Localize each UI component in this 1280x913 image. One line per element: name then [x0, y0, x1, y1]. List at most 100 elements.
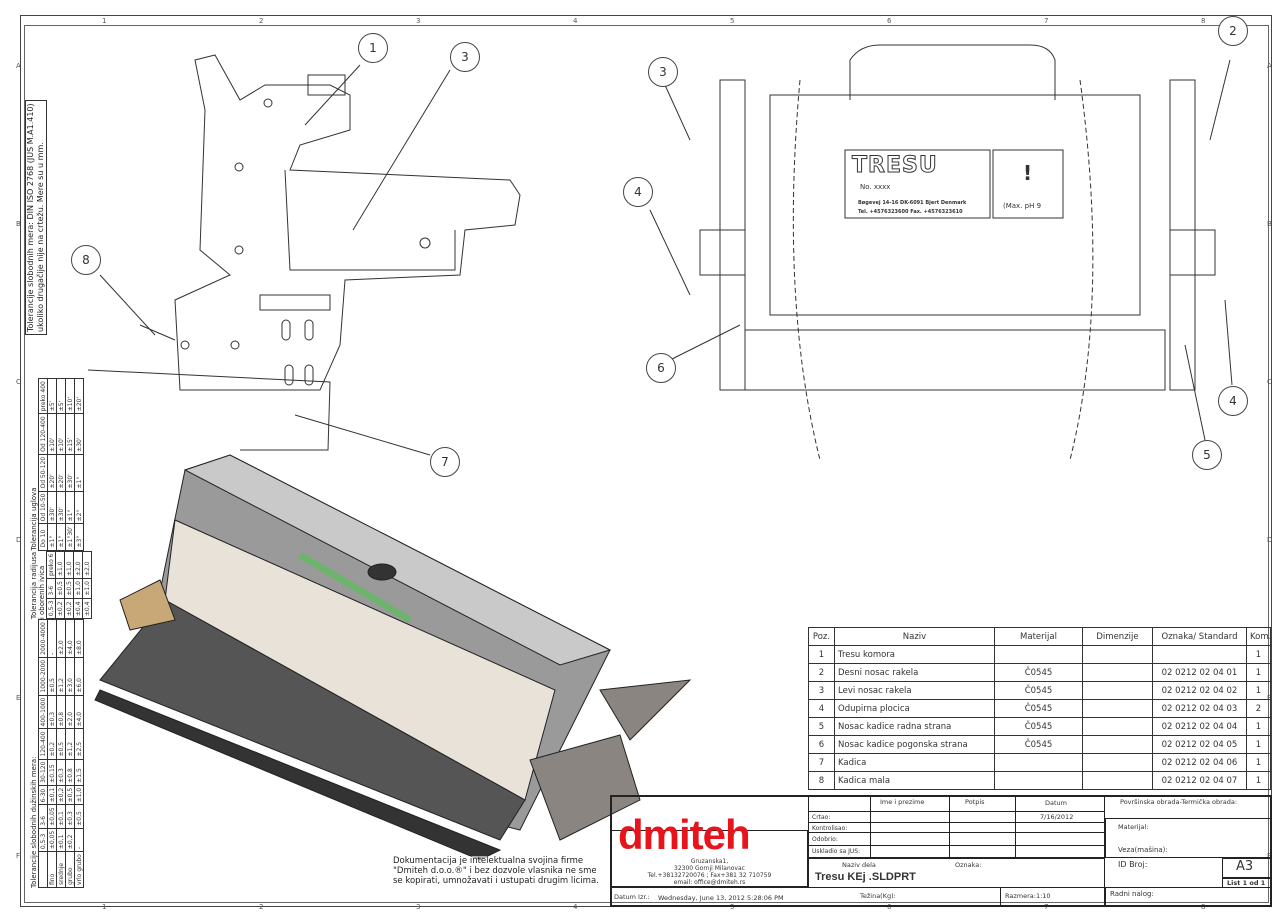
tol-cell: ±4,0: [74, 695, 84, 729]
balloon-7: 7: [430, 447, 460, 477]
tol-cell: ±1,0: [55, 551, 65, 579]
zone-row-label: F: [1267, 852, 1272, 860]
parts-cell: Č0545: [994, 681, 1083, 700]
balloon-8: 8: [71, 245, 101, 275]
balloon-4: 4: [623, 177, 653, 207]
tol-cell: ±0,3: [65, 804, 75, 829]
plate-number: No. xxxx: [860, 183, 891, 191]
tol-cell: -: [47, 619, 57, 658]
tol-row: fino±0,05±0,05±0,1±0,15±0,2±0,3±0,5-: [47, 619, 57, 888]
tol-header-cell: 6-30: [38, 785, 48, 805]
zone-column-label: 2: [259, 903, 264, 911]
tol-row: srednje±0,1±0,1±0,2±0,3±0,5±0,8±1,2±2,0: [56, 619, 66, 888]
parts-cell: Odupirna plocica: [834, 699, 995, 718]
label-oznaka: Oznaka:: [955, 861, 982, 869]
tol-cell: ±10': [56, 413, 66, 455]
tol-cell: ±0,1: [47, 785, 57, 805]
tol-header-cell: Od 10-50: [38, 491, 48, 524]
parts-cell: [1082, 699, 1153, 718]
parts-cell: Levi nosac rakela: [834, 681, 995, 700]
label-id-broj: ID Broj:: [1118, 860, 1148, 869]
tol-cell: ±1°: [47, 523, 57, 551]
parts-cell: 3: [808, 681, 835, 700]
tol-cell: ±8,0: [74, 619, 84, 658]
parts-cell: Č0545: [994, 699, 1083, 718]
label-datum-izr: Datum Izr.:: [614, 893, 650, 901]
zone-row-label: D: [1267, 536, 1273, 544]
tol-row: ±1°30'±1°±30'±15'±10': [65, 378, 75, 551]
tol-header-cell: 1000-2000: [38, 657, 48, 696]
zone-column-label: 2: [259, 17, 264, 25]
tolerance-note: Tolerancije slobodnih mera: DIN ISO 2768…: [25, 100, 47, 335]
angle-tol-title: Tolerancija uglova: [30, 487, 38, 551]
tol-cell: ±1°: [65, 491, 75, 524]
tol-cell: ±30': [65, 454, 75, 492]
tol-cell: ±0,5: [56, 728, 66, 760]
tol-cell: grubo: [65, 851, 75, 888]
zone-column-label: 6: [887, 903, 892, 911]
isometric-view: [94, 454, 692, 861]
parts-cell: [1152, 645, 1247, 664]
parts-cell: Č0545: [994, 717, 1083, 736]
tol-row: grubo±0,2±0,3±0,5±0,8±1,2±2,0±3,0±4,0: [65, 619, 75, 888]
tol-cell: ±1°: [56, 523, 66, 551]
parts-cell: Tresu komora: [834, 645, 995, 664]
company-address2: 32300 Gornji Milanovac: [674, 865, 745, 872]
scale: Razmera:1:10: [1005, 892, 1051, 900]
radius-tol-title: Tolerancija radijusa i oborenih ivica: [30, 551, 46, 620]
parts-cell: 1: [1246, 753, 1271, 772]
parts-cell: 7: [808, 753, 835, 772]
parts-cell: Č0545: [994, 735, 1083, 754]
zone-column-label: 4: [573, 903, 578, 911]
tol-cell: ±20': [47, 454, 57, 492]
tol-header-cell: preko 6: [46, 551, 56, 579]
col-potpis: Potpis: [965, 798, 985, 806]
tol-cell: ±0,2: [65, 828, 75, 852]
tol-cell: ±0,5: [47, 657, 57, 696]
tol-cell: ±3,0: [65, 657, 75, 696]
tol-cell: ±2,0: [65, 695, 75, 729]
parts-cell: [1082, 753, 1153, 772]
parts-cell: [1082, 663, 1153, 682]
sheet-format: A3: [1236, 859, 1254, 874]
zone-column-label: 8: [1201, 17, 1206, 25]
tol-cell: ±0,15: [47, 759, 57, 786]
zone-column-label: 7: [1044, 903, 1049, 911]
tol-row: ±0,2±0,5±1,0: [55, 551, 65, 619]
tol-cell: ±2,0: [56, 619, 66, 658]
parts-cell: 02 0212 02 04 01: [1152, 663, 1247, 682]
parts-cell: 5: [808, 717, 835, 736]
company-info: Gruzanska1, 32300 Gornji Milanovac Tel.+…: [612, 858, 807, 886]
side-view: [87, 54, 521, 456]
front-view: [649, 44, 1233, 461]
tol-cell: ±0,4: [82, 598, 92, 619]
tol-cell: ±15': [65, 413, 75, 455]
drawing-border: [24, 25, 1269, 903]
label-radni-nalog: Radni nalog:: [1110, 890, 1154, 898]
parts-header-cell: Poz.: [808, 627, 835, 646]
tolerance-tables: Tolerancije slobodnih dužinskih mera:0,5…: [30, 378, 92, 888]
parts-cell: 8: [808, 771, 835, 790]
tol-cell: ±1,5: [74, 759, 84, 786]
tol-row: ±3°±2°±1°±30'±20': [74, 378, 84, 551]
label-tezina: Težina(Kg):: [860, 892, 896, 900]
tol-cell: ±0,8: [56, 695, 66, 729]
parts-cell: 1: [808, 645, 835, 664]
tol-cell: ±2,0: [73, 551, 83, 579]
parts-cell: Nosac kadice radna strana: [834, 717, 995, 736]
parts-cell: [1082, 645, 1153, 664]
zone-row-label: C: [16, 378, 21, 386]
zone-row-label: E: [16, 694, 21, 702]
tol-header-cell: 30-120: [38, 759, 48, 786]
tol-cell: ±1°30': [65, 523, 75, 551]
copyright-note: Dokumentacija je intelektualna svojina f…: [393, 856, 608, 886]
parts-header-cell: Materijal: [994, 627, 1083, 646]
company-email: email: office@dmiteh.rs: [673, 879, 746, 886]
parts-cell: Nosac kadice pogonska strana: [834, 735, 995, 754]
